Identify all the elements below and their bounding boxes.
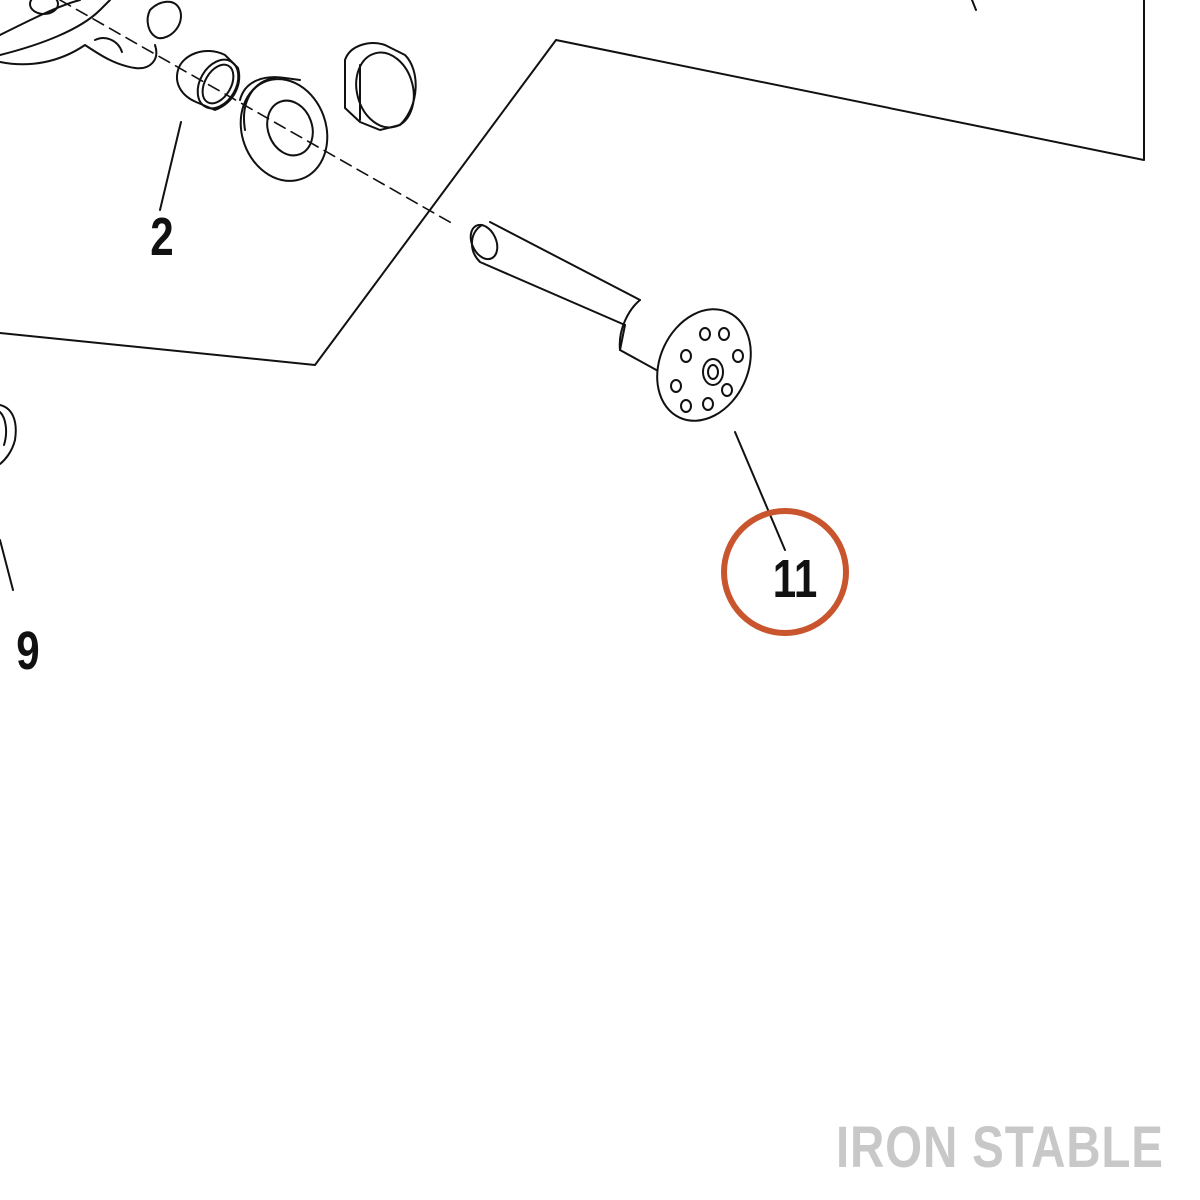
- callout-number-11: 11: [772, 549, 818, 609]
- callout-number-2: 2: [150, 207, 174, 267]
- bracket-part: [0, 0, 182, 70]
- leader-line-9: [0, 539, 14, 591]
- flanged-washer-part: [239, 76, 329, 182]
- cap-nut-part: [344, 42, 417, 131]
- side-part-9: [0, 404, 17, 465]
- callout-number-9: 9: [16, 621, 40, 681]
- leader-line-2: [159, 121, 182, 211]
- brand-watermark: IRON STABLE: [836, 1115, 1164, 1180]
- leader-line-11: [734, 431, 786, 551]
- assembly-axis-dashed: [59, 0, 456, 226]
- bushing-part: [176, 50, 241, 111]
- leader-line-7: [971, 0, 977, 11]
- highlight-circle: [721, 508, 849, 636]
- shoulder-bolt-part: [469, 221, 752, 422]
- assembly-group-outline: [0, 0, 1145, 366]
